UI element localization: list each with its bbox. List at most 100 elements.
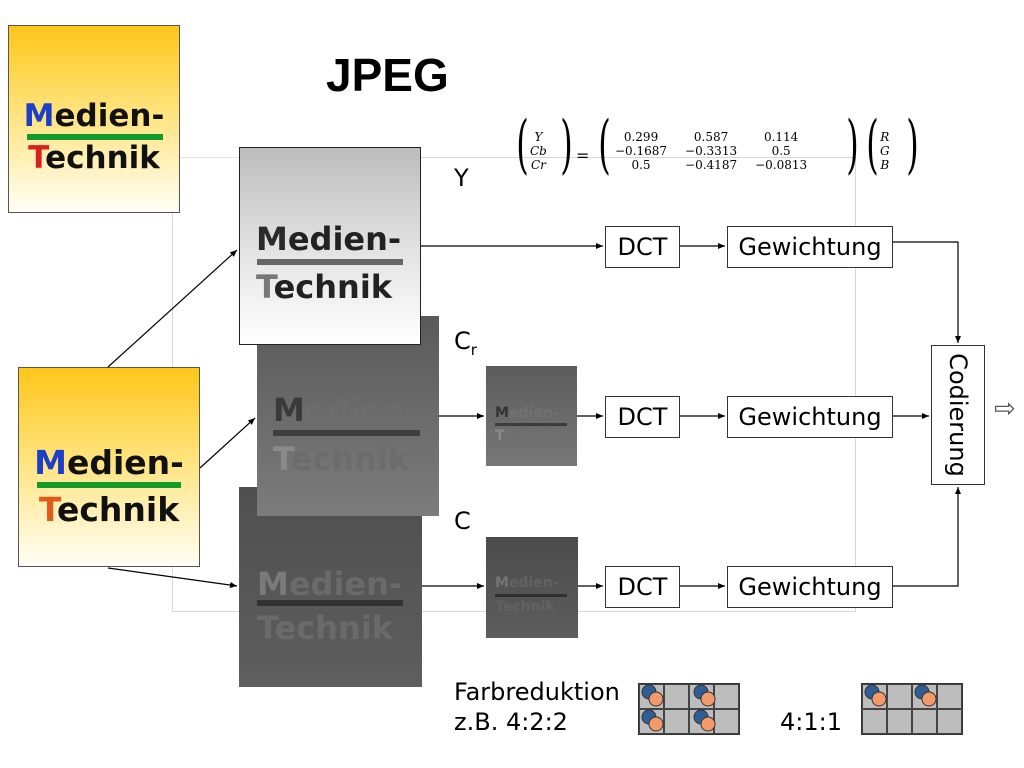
grid-cell (862, 709, 887, 734)
y-t: T (256, 268, 274, 306)
arrow-src-to-y (107, 249, 238, 368)
logo-m: M (23, 98, 55, 134)
dct-block-y: DCT (605, 226, 680, 268)
rhs-r: R (880, 130, 890, 144)
paren-r3: ) (906, 108, 919, 182)
grid-cell (664, 684, 689, 709)
cr-line1: Medien- (257, 391, 439, 429)
y-channel-image: Medien- Technik (239, 147, 421, 345)
grid-cell (912, 684, 937, 709)
grid-cell (887, 709, 912, 734)
y-edien: edien- (287, 220, 402, 258)
c-small-echnik: echnik (502, 599, 555, 615)
lhs-cr: Cr (530, 158, 546, 172)
paren-r1: ) (560, 108, 573, 182)
grid-cell (639, 684, 664, 709)
source-line2: Technik (19, 490, 199, 529)
source-m: M (34, 443, 67, 482)
rhs-b: B (880, 158, 890, 172)
c-t: T (257, 609, 275, 647)
c-small-bar (495, 594, 567, 597)
cr-bar (273, 430, 420, 436)
rhs-vector: R G B (878, 130, 892, 172)
m22: −0.0813 (755, 158, 808, 172)
m02: 0.114 (763, 130, 799, 144)
m01: 0.587 (693, 130, 729, 144)
c-m: M (257, 565, 289, 603)
source-image: Medien- Technik (18, 367, 200, 567)
cr-subsampled-image: Medien- Technik (486, 366, 577, 466)
color-reduction-line1: Farbreduktion (454, 678, 620, 706)
label-cr-sub: r (470, 340, 477, 359)
source-edien: edien- (66, 443, 184, 482)
label-cr: Cr (454, 327, 477, 359)
equals-sign: = (576, 146, 590, 165)
c-small-line1: Medien- (486, 575, 578, 591)
lhs-cb: Cb (530, 144, 547, 158)
c-bar (257, 600, 403, 606)
c-small-m: M (495, 575, 509, 591)
dct-block-c: DCT (605, 566, 680, 608)
arrow-weight-c-to-coding (893, 487, 961, 587)
cr-m: M (273, 391, 305, 429)
logo-line2: Technik (9, 140, 179, 176)
dot-orange (871, 691, 887, 707)
m11: −0.3313 (685, 144, 738, 158)
output-arrow-icon: ⇨ (994, 394, 1016, 424)
grid-cell (664, 709, 689, 734)
cr-small-echnik: echnik (502, 428, 555, 444)
label-y: Y (454, 164, 469, 192)
label-cr-base: C (454, 327, 471, 355)
cr-echnik: echnik (290, 440, 410, 478)
y-line2: Technik (240, 268, 420, 306)
paren-l1: ( (516, 108, 529, 182)
grid-cell (937, 684, 962, 709)
rgb-to-ycbcr-formula: ( Y Cb Cr ) = ( 0.299 0.587 0.114 −0.1687 −… (510, 108, 920, 192)
guide-line (172, 157, 272, 158)
lhs-y: Y (534, 130, 543, 144)
dot-orange (700, 716, 716, 732)
m20: 0.5 (631, 158, 651, 172)
paren-l3: ( (866, 108, 879, 182)
logo-echnik: echnik (45, 140, 160, 176)
arrow-src-to-cr (199, 417, 256, 469)
source-t: T (38, 490, 57, 529)
grid-cell (639, 709, 664, 734)
label-c: C (454, 507, 471, 535)
paren-l2: ( (598, 108, 611, 182)
slide-title: JPEG (326, 49, 449, 101)
cr-small-t: T (495, 428, 503, 444)
grid-cell (912, 709, 937, 734)
grid-cell (862, 684, 887, 709)
paren-r2: ) (846, 108, 859, 182)
rhs-g: G (880, 144, 890, 158)
c-subsampled-image: Medien- Technik (486, 537, 578, 638)
dct-block-cr: DCT (605, 396, 680, 438)
y-bar (257, 259, 403, 265)
c-small-line2: Technik (486, 599, 578, 615)
logo-topleft: Medien- Technik (8, 25, 180, 213)
cr-small-line1: Medien- (486, 405, 577, 421)
cr-small-bar (495, 423, 567, 426)
source-echnik: echnik (56, 490, 180, 529)
m10: −0.1687 (615, 144, 668, 158)
weighting-block-c: Gewichtung (727, 566, 893, 608)
dot-orange (921, 691, 937, 707)
logo-bar (27, 134, 163, 140)
cr-small-edien: edien- (508, 405, 559, 421)
logo-t: T (28, 140, 46, 176)
dot-orange (648, 691, 664, 707)
color-reduction-line2: z.B. 4:2:2 (454, 708, 568, 736)
cr-t: T (273, 440, 291, 478)
cr-line2: Technik (257, 440, 439, 478)
source-bar (37, 482, 181, 488)
y-line1: Medien- (240, 220, 420, 258)
m12: 0.5 (771, 144, 791, 158)
m00: 0.299 (623, 130, 659, 144)
m21: −0.4187 (685, 158, 738, 172)
cr-channel-image: Medien- Technik (257, 316, 439, 516)
ratio-411-label: 4:1:1 (780, 708, 842, 736)
